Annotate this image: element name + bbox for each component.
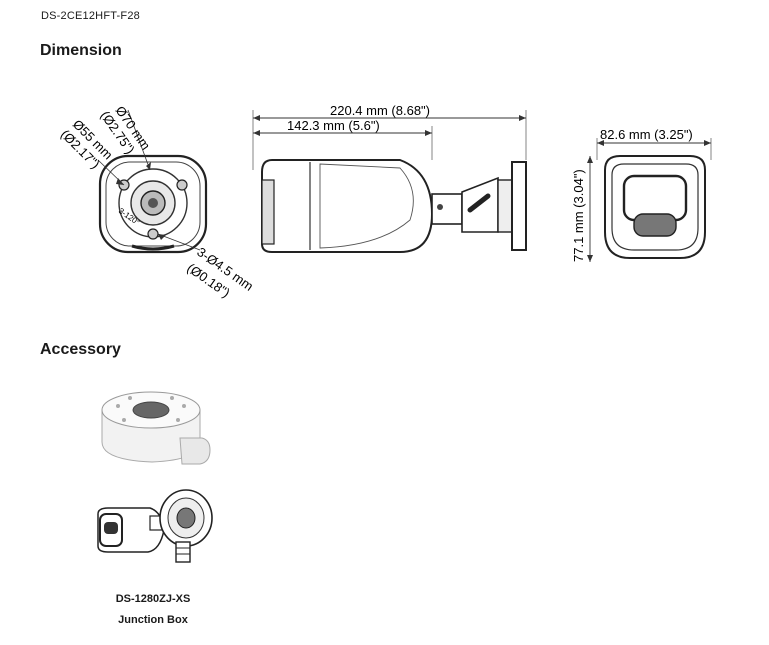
junction-box-drawing — [101, 391, 211, 465]
body-length-label: 142.3 mm (5.6") — [287, 118, 380, 133]
side-view-drawing: 220.4 mm (8.68") 142.3 mm (5.6") — [252, 103, 527, 253]
accessory-model: DS-1280ZJ-XS — [115, 593, 191, 605]
accessory-name: Junction Box — [118, 614, 188, 626]
camera-with-box-drawing — [97, 489, 213, 563]
end-width-label: 82.6 mm (3.25") — [600, 127, 693, 142]
model-number: DS-2CE12HFT-F28 — [41, 10, 140, 22]
accessory-heading: Accessory — [40, 341, 121, 358]
dimension-heading: Dimension — [40, 42, 122, 59]
total-length-label: 220.4 mm (8.68") — [330, 103, 430, 118]
front-view-drawing: Ø70 mm (Ø2.75") Ø55 mm (Ø2.17") 3-120° 3… — [58, 103, 256, 300]
end-height-label: 77.1 mm (3.04") — [571, 169, 586, 262]
end-view-drawing: 82.6 mm (3.25") 77.1 mm (3.04") — [571, 127, 712, 262]
